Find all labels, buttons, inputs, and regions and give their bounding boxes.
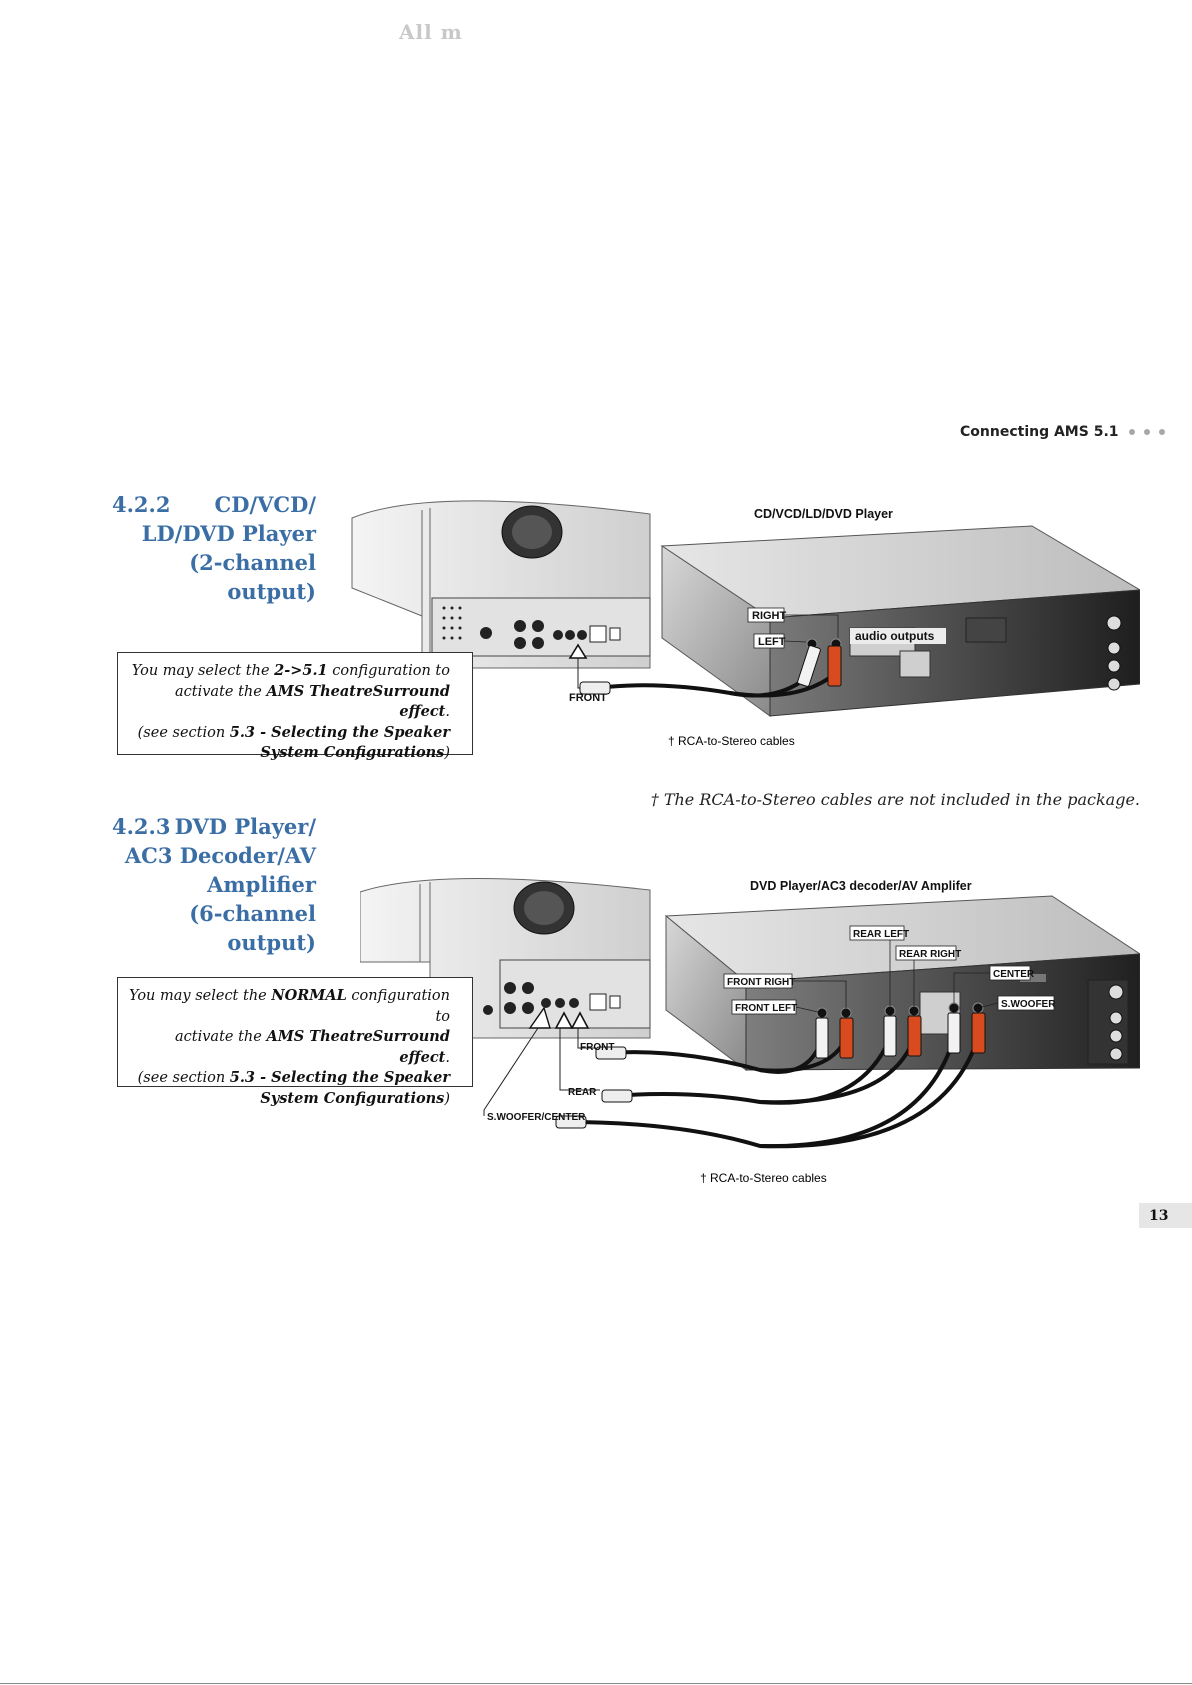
- rear-left-label: REAR LEFT: [853, 929, 909, 940]
- section-title-line: AC3 Decoder/AV: [124, 843, 316, 868]
- note-emphasis: AMS TheatreSurround effect: [266, 682, 450, 721]
- front-label: FRONT: [569, 692, 607, 704]
- section-title-line: (2-channel output): [189, 550, 316, 604]
- note-text: (see section: [137, 724, 230, 741]
- note-emphasis: AMS TheatreSurround effect: [266, 1028, 450, 1066]
- note-box-4-2-3: You may select the NORMAL configuration …: [117, 977, 473, 1107]
- running-header: Connecting AMS 5.1: [960, 420, 1192, 444]
- section-number: 4.2.2: [112, 492, 171, 517]
- device-title-label: DVD Player/AC3 decoder/AV Amplifer: [750, 879, 972, 893]
- section-title-line: Amplifier: [207, 872, 316, 897]
- note-text: .: [445, 704, 450, 720]
- section-title-line: (6-channel output): [189, 901, 316, 955]
- note-text: .: [445, 1049, 450, 1066]
- note-text: You may select the: [131, 663, 275, 679]
- s-woofer-label: S.WOOFER: [1001, 999, 1056, 1010]
- watermark: All m: [399, 20, 463, 44]
- section-title-4-2-2: 4.2.2 CD/VCD/ LD/DVD Player (2-channel ou…: [112, 490, 316, 606]
- footnote: † The RCA-to-Stereo cables are not inclu…: [650, 790, 1140, 809]
- audio-outputs-label: audio outputs: [855, 629, 935, 643]
- note-text: activate the: [175, 1029, 267, 1045]
- note-emphasis: 2->5.1: [274, 662, 328, 679]
- rear-label: REAR: [568, 1087, 597, 1098]
- note-text: ): [444, 745, 450, 761]
- right-label: RIGHT: [752, 610, 787, 622]
- device-title-label: CD/VCD/LD/DVD Player: [754, 507, 893, 521]
- note-emphasis: System Configurations: [260, 744, 445, 761]
- note-emphasis: 5.3 - Selecting the Speaker: [229, 723, 450, 741]
- rear-right-label: REAR RIGHT: [899, 949, 961, 960]
- front-left-label: FRONT LEFT: [735, 1003, 797, 1014]
- section-title-line: LD/DVD Player: [141, 521, 316, 546]
- note-text: You may select the: [129, 988, 272, 1004]
- header-dots: [1128, 429, 1165, 435]
- front-label: FRONT: [580, 1042, 614, 1053]
- page-number: 13: [1139, 1203, 1192, 1228]
- note-text: configuration to: [327, 663, 450, 679]
- note-emphasis: NORMAL: [271, 987, 347, 1004]
- section-title-line: CD/VCD/: [214, 492, 316, 517]
- cables-label: † RCA-to-Stereo cables: [700, 1171, 827, 1185]
- diagram-dvd-ac3-6ch: DVD Player/AC3 decoder/AV Amplifer REAR …: [360, 878, 1140, 1185]
- note-box-4-2-2: You may select the 2->5.1 configuration …: [117, 652, 473, 761]
- center-label: CENTER: [993, 969, 1035, 980]
- note-text: activate the: [175, 683, 267, 700]
- rca-cable-illustration: [579, 645, 842, 698]
- subwoofer-illustration: [351, 500, 651, 689]
- note-emphasis: 5.3 - Selecting the Speaker: [229, 1069, 450, 1086]
- left-label: LEFT: [758, 636, 786, 648]
- rca-cables-illustration: [555, 1012, 986, 1149]
- note-text: ): [444, 1090, 450, 1107]
- bottom-rule: [0, 1683, 1192, 1684]
- note-text: configuration to: [346, 988, 450, 1025]
- cd-dvd-player-illustration: [660, 525, 1140, 717]
- s-woofer-center-label: S.WOOFER/CENTER: [487, 1112, 586, 1123]
- note-emphasis: System Configurations: [260, 1089, 445, 1107]
- section-title-line: DVD Player/: [174, 814, 316, 839]
- section-number: 4.2.3: [112, 814, 171, 839]
- front-right-label: FRONT RIGHT: [727, 977, 795, 988]
- note-text: (see section: [137, 1070, 230, 1086]
- cables-label: † RCA-to-Stereo cables: [668, 734, 795, 748]
- diagram-cd-dvd-2ch: CD/VCD/LD/DVD Player RIGHT LEFT audio ou…: [351, 500, 1140, 748]
- header-title: Connecting AMS 5.1: [960, 424, 1119, 440]
